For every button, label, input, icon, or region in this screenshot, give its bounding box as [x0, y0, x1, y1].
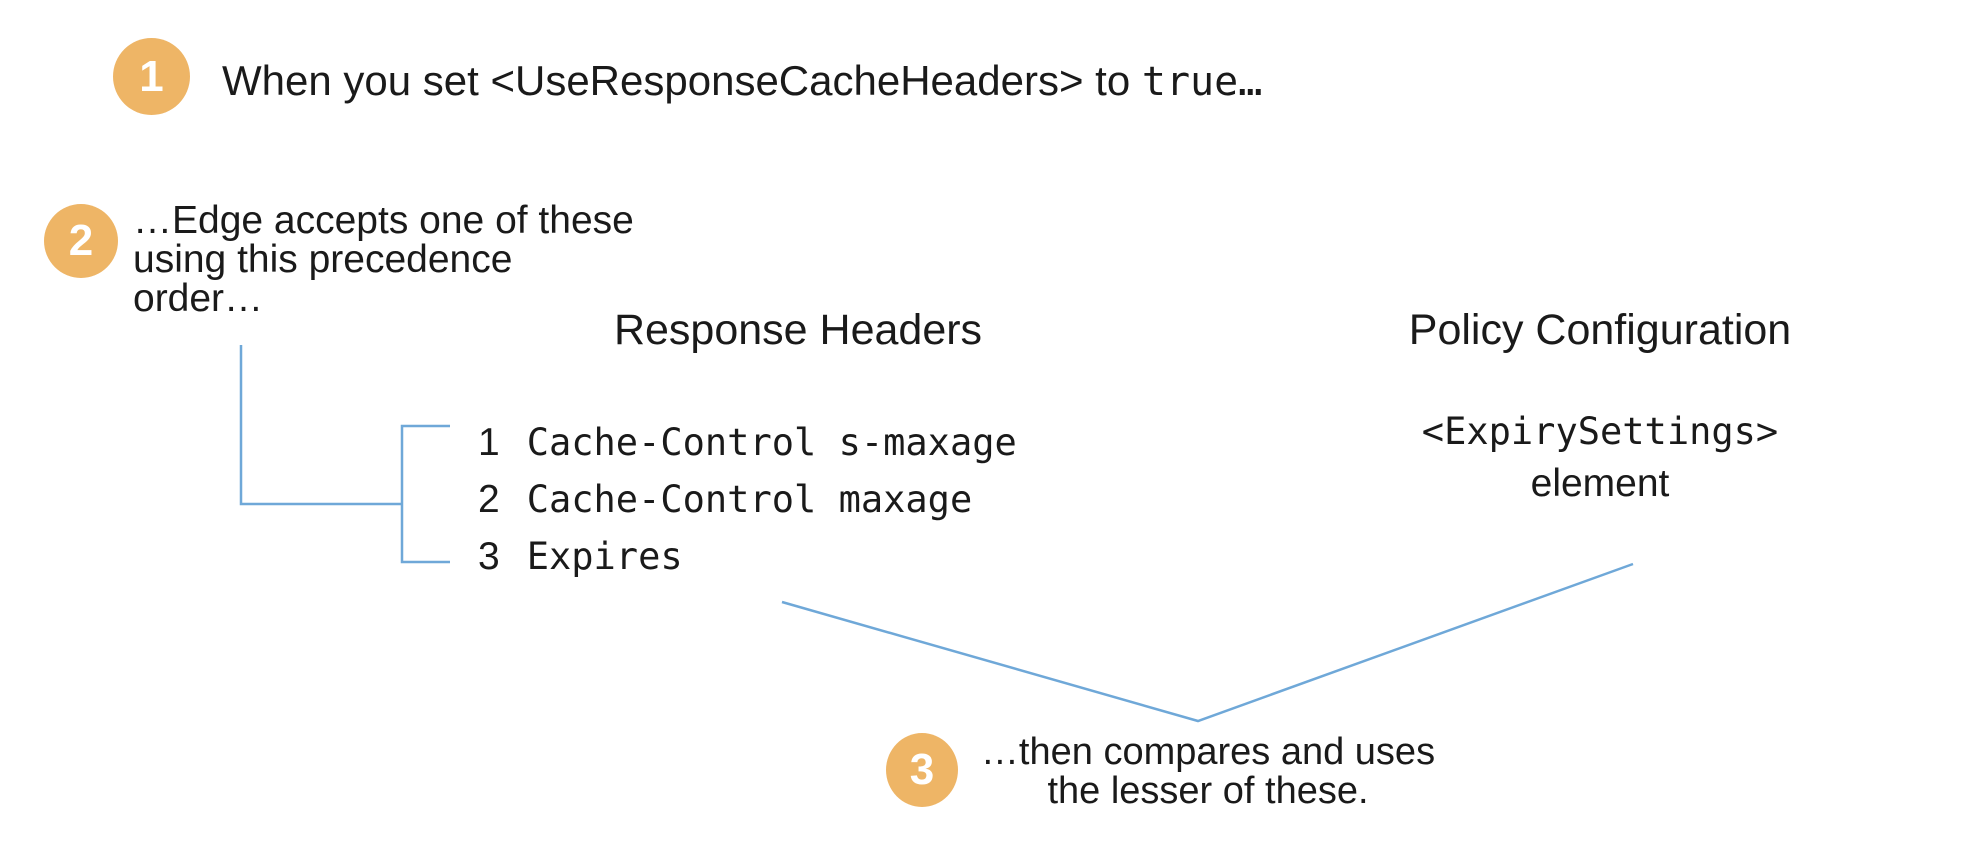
- step-2-number: 2: [68, 216, 94, 265]
- list-bracket-connector: [400, 424, 450, 564]
- precedence-connector-line: [239, 345, 402, 506]
- cache-header-item-1-rank: 1: [478, 421, 500, 464]
- cache-header-item-3: 3 Expires: [478, 528, 1017, 585]
- step-1-badge: 1: [113, 38, 190, 115]
- step-1-number: 1: [139, 51, 164, 101]
- cache-header-item-1-name: Cache-Control s-maxage: [526, 421, 1017, 464]
- policy-element-code: <ExpirySettings>: [1421, 410, 1779, 453]
- step-3-number: 3: [909, 745, 935, 794]
- step-1-label-code: true…: [1141, 59, 1263, 105]
- cache-header-item-1: 1 Cache-Control s-maxage: [478, 414, 1017, 471]
- step-3-note: …then compares and uses the lesser of th…: [981, 733, 1435, 810]
- cache-header-item-2-rank: 2: [478, 478, 500, 521]
- cache-header-item-3-name: Expires: [526, 535, 683, 578]
- response-headers-title: Response Headers: [613, 306, 983, 354]
- cache-header-list: 1 Cache-Control s-maxage 2 Cache-Control m…: [478, 414, 1017, 585]
- cache-header-item-2-name: Cache-Control maxage: [526, 478, 973, 521]
- step-3-badge: 3: [886, 733, 958, 807]
- policy-element-caption: element: [1530, 462, 1670, 505]
- step-2-badge: 2: [44, 204, 118, 278]
- policy-configuration-title: Policy Configuration: [1408, 306, 1792, 354]
- cache-header-item-2: 2 Cache-Control maxage: [478, 471, 1017, 528]
- compare-v-connector: [781, 562, 1634, 723]
- step-2-label: …Edge accepts one of these using this pr…: [133, 201, 634, 318]
- step-2-line-2: using this precedence: [133, 238, 513, 281]
- step-1-label: When you set <UseResponseCacheHeaders> t…: [222, 57, 1263, 106]
- step-3-line-1: …then compares and uses: [980, 731, 1436, 773]
- step-1-label-text: When you set <UseResponseCacheHeaders> t…: [222, 57, 1142, 104]
- step-2-line-1: …Edge accepts one of these: [133, 199, 634, 242]
- step-3-line-2: the lesser of these.: [1047, 769, 1369, 812]
- step-2-line-3: order…: [133, 277, 264, 320]
- cache-header-item-3-rank: 3: [478, 535, 500, 578]
